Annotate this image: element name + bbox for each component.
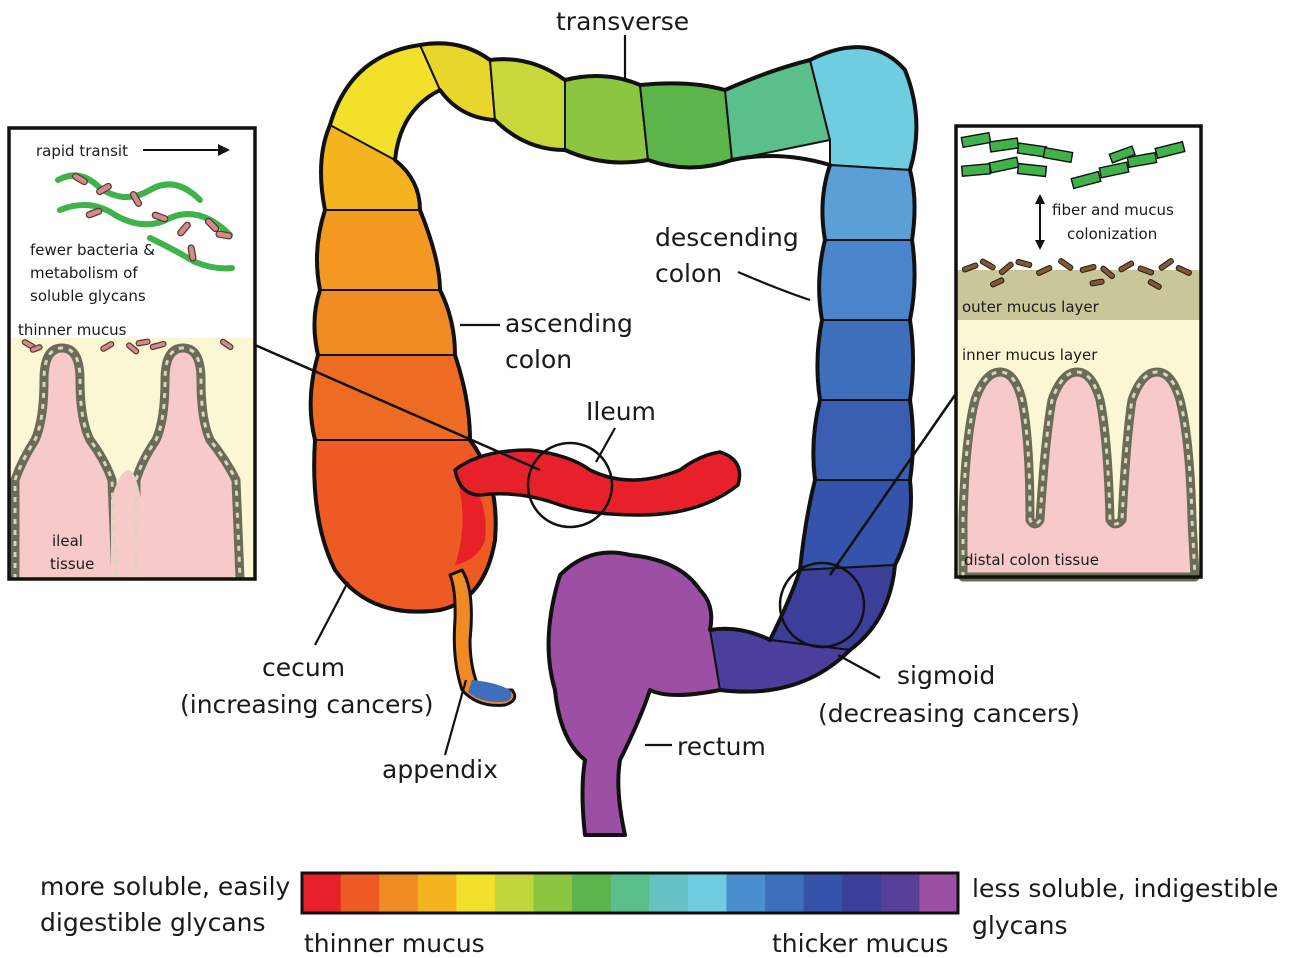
- scale-swatch: [418, 873, 457, 913]
- scale-left-label-1: more soluble, easily: [40, 872, 291, 901]
- ascending-segment: [314, 290, 455, 355]
- ileal-tissue-label-2: tissue: [50, 555, 94, 573]
- fiber-label-1: fiber and mucus: [1052, 201, 1174, 219]
- label-transverse: transverse: [556, 7, 689, 36]
- descending-segment: [819, 240, 914, 320]
- label-sigmoid-note: (decreasing cancers): [818, 699, 1080, 728]
- inner-mucus-label: inner mucus layer: [962, 346, 1098, 364]
- label-sigmoid: sigmoid: [897, 661, 995, 690]
- scale-swatch: [572, 873, 611, 913]
- scale-swatches: [302, 873, 959, 913]
- descending-segment: [800, 480, 911, 570]
- bacteria-label-3: soluble glycans: [30, 287, 146, 305]
- label-descending-colon: colon: [655, 259, 722, 288]
- ascending-segment: [311, 355, 470, 440]
- scale-swatch: [688, 873, 727, 913]
- scale-left-label-2: digestible glycans: [40, 908, 266, 937]
- label-ileum: Ileum: [586, 397, 656, 426]
- label-cecum: cecum: [262, 653, 345, 682]
- scale-thicker-mucus: thicker mucus: [772, 929, 948, 958]
- scale-swatch: [649, 873, 688, 913]
- scale-right-label-1: less soluble, indigestible: [972, 874, 1278, 903]
- outer-mucus-label: outer mucus layer: [962, 298, 1100, 316]
- scale-swatch: [804, 873, 843, 913]
- scale-swatch: [919, 873, 958, 913]
- thinner-mucus-label: thinner mucus: [18, 321, 127, 339]
- label-descending: descending: [655, 223, 799, 252]
- bacteria-label-2: metabolism of: [30, 264, 138, 282]
- ascending-segment: [317, 210, 440, 290]
- scale-thinner-mucus: thinner mucus: [304, 929, 485, 958]
- scale-swatch: [726, 873, 765, 913]
- scale-swatch: [379, 873, 418, 913]
- rapid-transit-label: rapid transit: [36, 142, 128, 160]
- scale-swatch: [881, 873, 920, 913]
- distal-tissue-label: distal colon tissue: [964, 551, 1099, 569]
- scale-swatch: [842, 873, 881, 913]
- scale-swatch: [611, 873, 650, 913]
- scale-swatch: [534, 873, 573, 913]
- descending-segment: [813, 400, 913, 480]
- ileal-tissue-label-1: ileal: [52, 532, 83, 550]
- label-ascending: ascending: [505, 309, 633, 338]
- label-rectum: rectum: [677, 732, 766, 761]
- label-cecum-note: (increasing cancers): [180, 690, 433, 719]
- scale-right-label-2: glycans: [972, 911, 1068, 940]
- left-inset: rapid transit fewer bacteria & metabolis…: [9, 128, 255, 579]
- descending-segment: [822, 165, 914, 240]
- descending-segment: [817, 320, 913, 400]
- label-appendix: appendix: [382, 755, 498, 784]
- scale-swatch: [302, 873, 341, 913]
- scale-swatch: [341, 873, 380, 913]
- right-inset: fiber and mucus colonization outer mucus…: [956, 126, 1201, 577]
- scale-swatch: [456, 873, 495, 913]
- transverse-segment: [565, 76, 648, 162]
- fiber-label-2: colonization: [1067, 225, 1157, 243]
- scale-bar: more soluble, easily digestible glycans …: [40, 872, 1278, 958]
- scale-swatch: [495, 873, 534, 913]
- bacteria-label-1: fewer bacteria &: [30, 241, 155, 259]
- distal-colon-tissue: [963, 372, 1195, 577]
- transverse-segment: [640, 83, 732, 167]
- scale-swatch: [765, 873, 804, 913]
- label-ascending-colon: colon: [505, 345, 572, 374]
